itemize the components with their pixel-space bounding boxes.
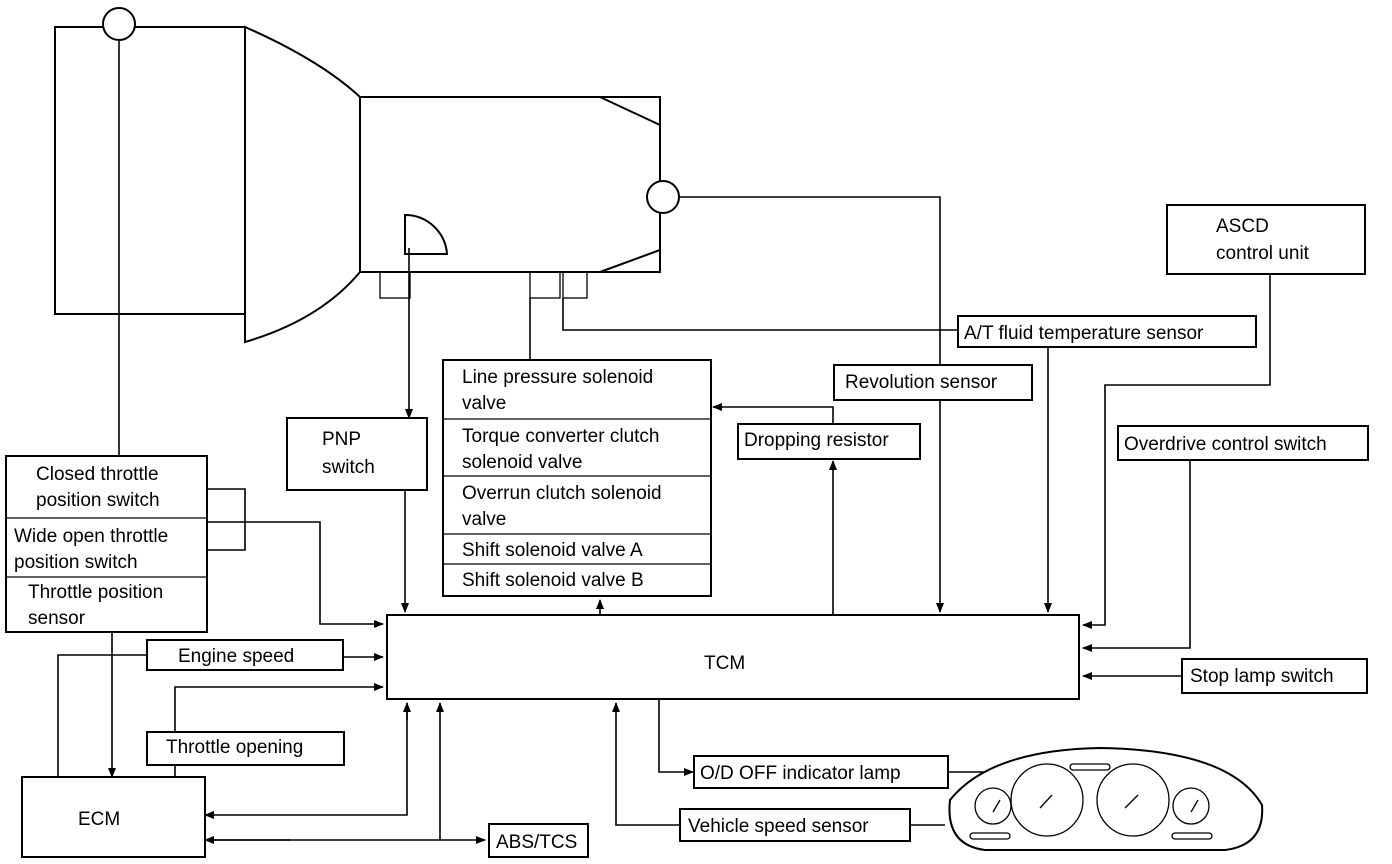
overdrive-control-switch-box: Overdrive control switch bbox=[1117, 425, 1369, 461]
vehicle-speed-label: Vehicle speed sensor bbox=[688, 816, 869, 837]
wide-open-label-2: position switch bbox=[14, 552, 138, 573]
abs-tcs-label: ABS/TCS bbox=[496, 832, 577, 853]
ascd-label-line1: ASCD bbox=[1216, 216, 1269, 237]
vehicle-speed-sensor-box: Vehicle speed sensor bbox=[679, 808, 911, 842]
engine-speed-label: Engine speed bbox=[178, 646, 294, 667]
pnp-label-2: switch bbox=[322, 457, 375, 478]
revolution-sensor-label: Revolution sensor bbox=[845, 372, 998, 393]
overrun-label-1: Overrun clutch solenoid bbox=[462, 483, 662, 504]
throttle-opening-box: Throttle opening bbox=[146, 731, 345, 766]
transmission-case bbox=[359, 96, 661, 299]
abs-tcs-box: ABS/TCS bbox=[488, 823, 589, 858]
stop-lamp-label: Stop lamp switch bbox=[1190, 666, 1334, 687]
throttle-sensor-circle bbox=[102, 7, 136, 41]
throttle-switches-box: Closed throttle position switch Wide ope… bbox=[5, 455, 208, 633]
overdrive-switch-label: Overdrive control switch bbox=[1124, 434, 1327, 455]
instrument-cluster bbox=[948, 746, 1264, 851]
overrun-label-2: valve bbox=[462, 509, 506, 530]
revolution-sensor-circle bbox=[646, 180, 680, 214]
engine-speed-box: Engine speed bbox=[146, 639, 344, 671]
solenoid-valves-box: Line pressure solenoid valve Torque conv… bbox=[442, 359, 712, 597]
pnp-label-1: PNP bbox=[322, 429, 361, 450]
line-pressure-label-2: valve bbox=[462, 393, 506, 414]
wide-open-label-1: Wide open throttle bbox=[14, 526, 168, 547]
connection-lines bbox=[57, 40, 1271, 844]
tps-label-2: sensor bbox=[28, 608, 86, 629]
throttle-opening-label: Throttle opening bbox=[166, 737, 303, 758]
od-off-indicator-lamp-box: O/D OFF indicator lamp bbox=[693, 755, 949, 789]
shift-a-label: Shift solenoid valve A bbox=[462, 540, 643, 561]
ecm-label: ECM bbox=[78, 809, 120, 830]
line-pressure-label-1: Line pressure solenoid bbox=[462, 367, 653, 388]
ecm-box: ECM bbox=[21, 776, 206, 858]
tps-label-1: Throttle position bbox=[28, 582, 163, 603]
tcm-box: TCM bbox=[386, 614, 1080, 700]
at-fluid-temp-sensor-box: A/T fluid temperature sensor bbox=[957, 315, 1257, 348]
stop-lamp-switch-box: Stop lamp switch bbox=[1181, 658, 1368, 694]
tcc-label-2: solenoid valve bbox=[462, 452, 582, 473]
dropping-resistor-box: Dropping resistor bbox=[737, 423, 921, 460]
ascd-control-unit-box: ASCD control unit bbox=[1166, 204, 1366, 275]
tcm-label: TCM bbox=[704, 653, 745, 674]
tcc-label-1: Torque converter clutch bbox=[462, 426, 660, 447]
ascd-label-line2: control unit bbox=[1216, 243, 1310, 264]
shift-b-label: Shift solenoid valve B bbox=[462, 570, 644, 591]
closed-throttle-label-1: Closed throttle bbox=[36, 464, 159, 485]
at-fluid-temp-label: A/T fluid temperature sensor bbox=[964, 323, 1204, 344]
closed-throttle-label-2: position switch bbox=[36, 490, 160, 511]
od-off-lamp-label: O/D OFF indicator lamp bbox=[700, 763, 901, 784]
dropping-resistor-label: Dropping resistor bbox=[744, 430, 889, 451]
revolution-sensor-box: Revolution sensor bbox=[833, 364, 1033, 401]
pnp-switch-box: PNP switch bbox=[286, 417, 428, 491]
engine-block bbox=[54, 25, 361, 344]
